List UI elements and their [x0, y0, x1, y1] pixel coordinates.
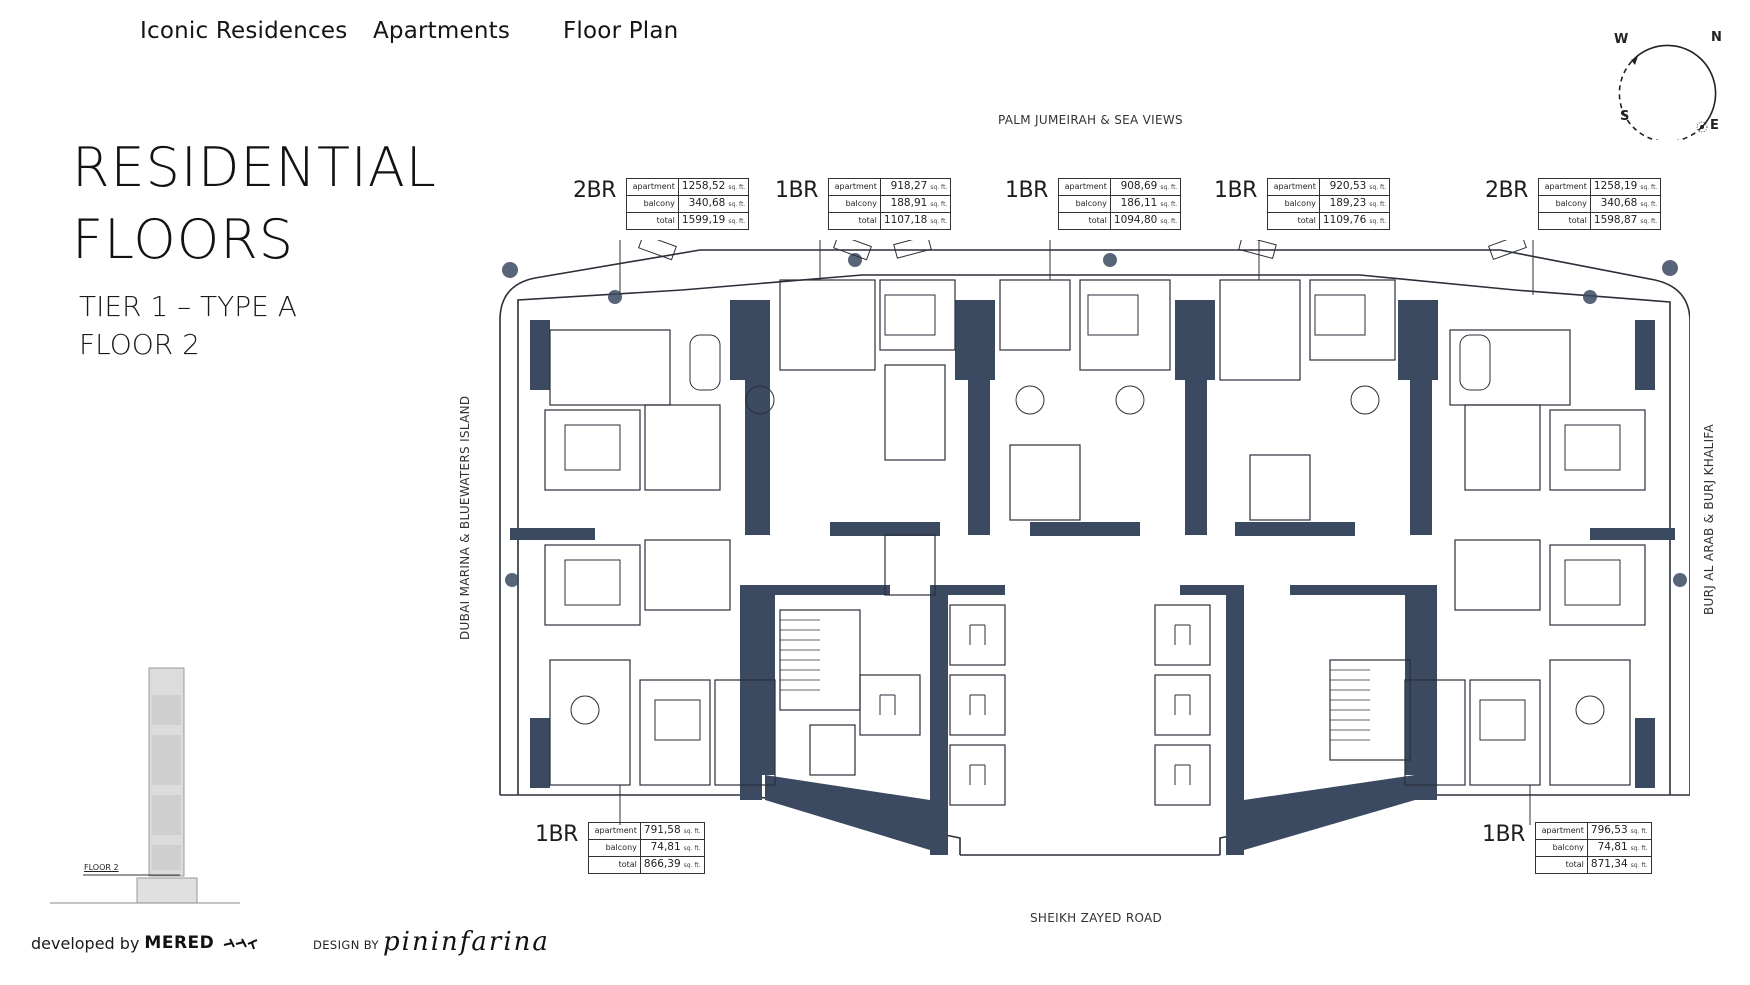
footer-developer: developed by MERED	[31, 928, 260, 958]
unit-type: 1BR	[775, 178, 818, 203]
compass-west: W	[1614, 32, 1629, 47]
page-title-line-1: RESIDENTIAL	[72, 136, 437, 199]
page-subtitle: TIER 1 – TYPE A FLOOR 2	[79, 288, 297, 364]
unit-type: 1BR	[1005, 178, 1048, 203]
floor-label: FLOOR 2	[79, 328, 200, 361]
nav-item-iconic-residences[interactable]: Iconic Residences	[140, 18, 348, 44]
view-label-bottom: SHEIKH ZAYED ROAD	[1030, 911, 1163, 925]
mered-mark-icon	[224, 938, 258, 950]
unit-type: 1BR	[535, 822, 578, 847]
compass-south: S	[1620, 109, 1630, 124]
view-label-left: DUBAI MARINA & BLUEWATERS ISLAND	[458, 395, 472, 640]
compass-east: E	[1710, 118, 1719, 133]
nav-item-apartments[interactable]: Apartments	[373, 18, 511, 44]
compass: W N S E	[1605, 20, 1750, 143]
page-title-line-2: FLOORS	[72, 208, 295, 271]
design-by-label: DESIGN BY	[313, 938, 379, 952]
unit-type: 1BR	[1214, 178, 1257, 203]
floor-plan-drawing	[499, 240, 1690, 856]
tier-type-label: TIER 1 – TYPE A	[79, 290, 297, 323]
floor-marker-label: FLOOR 2	[84, 863, 119, 872]
tower-elevation-diagram: FLOOR 2	[50, 665, 240, 905]
tower-elevation-icon	[50, 667, 240, 904]
unit-type: 2BR	[573, 178, 616, 203]
compass-north: N	[1711, 30, 1722, 45]
developer-logo: MERED	[144, 933, 215, 953]
developed-by-label: developed by	[31, 933, 140, 953]
view-label-top: PALM JUMEIRAH & SEA VIEWS	[998, 113, 1183, 127]
compass-icon	[1618, 44, 1717, 143]
pininfarina-logo: pininfarina	[383, 927, 550, 957]
nav-item-floor-plan[interactable]: Floor Plan	[563, 18, 679, 44]
view-label-right: BURJ AL ARAB & BURJ KHALIFA	[1702, 423, 1716, 615]
page-title: RESIDENTIAL FLOORS	[72, 132, 437, 276]
unit-type: 2BR	[1485, 178, 1528, 203]
unit-type: 1BR	[1482, 822, 1525, 847]
